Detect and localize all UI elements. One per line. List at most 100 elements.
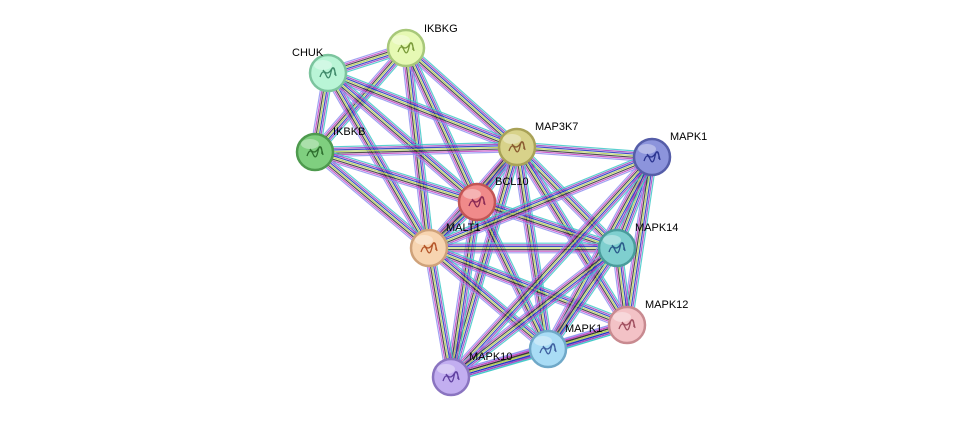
edge-strand <box>315 151 518 158</box>
edge-strand <box>429 247 454 377</box>
edge-strand <box>427 251 626 331</box>
edge-strand <box>451 157 654 379</box>
protein-structure-icon <box>508 141 526 153</box>
node-highlight <box>534 336 552 346</box>
node-highlight <box>463 189 481 199</box>
edge-strand <box>428 247 628 326</box>
edge-strand <box>327 72 478 203</box>
edge-strand <box>313 152 429 250</box>
node-highlight <box>301 139 319 149</box>
node-label: BCL10 <box>495 176 529 188</box>
edge-CHUK-MAP3K7 <box>326 67 519 153</box>
protein-structure-icon <box>306 146 324 158</box>
edge-strand <box>515 147 627 327</box>
protein-structure-icon <box>420 242 438 254</box>
edge-strand <box>427 248 548 351</box>
edge-strand <box>513 149 615 252</box>
edge-strand <box>318 50 411 156</box>
node-bcl10[interactable]: BCL10 <box>457 176 529 222</box>
edge-strand <box>518 144 620 247</box>
edge-strand <box>404 48 477 203</box>
edge-strand <box>330 71 433 247</box>
edge-strand <box>328 70 518 147</box>
protein-structure-icon <box>468 196 486 208</box>
edge-strand <box>324 74 427 250</box>
edge-strand <box>476 201 618 249</box>
edge-strand <box>326 73 429 250</box>
edge-strand <box>449 246 617 377</box>
edge-strand <box>314 152 477 205</box>
edge-strand <box>310 44 403 150</box>
edge-strand <box>631 157 658 326</box>
edge-strand <box>312 153 428 251</box>
edge-strand <box>516 149 652 161</box>
edge-strand <box>314 143 517 150</box>
edge-strand <box>402 49 475 204</box>
edge-strand <box>326 76 516 153</box>
edge-IKBKG-MAP3K7 <box>402 43 521 152</box>
edge-strand <box>315 48 408 154</box>
edge-strand <box>544 155 650 348</box>
node-malt1[interactable]: MALT1 <box>409 222 481 268</box>
node-mapk1b[interactable]: MAPK1 <box>528 323 602 369</box>
edge-strand <box>426 152 651 245</box>
edge-strand <box>404 48 517 149</box>
edge-strand <box>328 71 431 248</box>
edge-strand <box>312 45 405 151</box>
edge-strand <box>624 156 652 325</box>
node-map3k7[interactable]: MAP3K7 <box>497 121 578 167</box>
edge-strand <box>431 247 455 377</box>
edge-strand <box>550 249 621 352</box>
edge-strand <box>428 247 549 350</box>
edge-MALT1-MAPK1b <box>425 243 552 354</box>
node-mapk10[interactable]: MAPK10 <box>431 351 512 397</box>
edge-strand <box>426 249 547 352</box>
edge-strand <box>453 251 621 382</box>
edge-strand <box>629 157 656 326</box>
node-mapk14[interactable]: MAPK14 <box>597 222 678 268</box>
edge-strand <box>326 75 517 151</box>
edge-strand <box>429 157 653 251</box>
node-highlight <box>314 60 332 70</box>
edge-strand <box>476 202 617 251</box>
protein-structure-icon <box>397 42 415 54</box>
node-label: MAP3K7 <box>535 121 578 133</box>
edge-IKBKB-BCL10 <box>313 146 479 208</box>
node-highlight <box>613 312 631 322</box>
edge-CHUK-BCL10 <box>324 68 481 207</box>
edge-strand <box>330 68 481 199</box>
node-label: CHUK <box>292 47 324 59</box>
node-label: MAPK12 <box>645 299 688 311</box>
node-ikbkb[interactable]: IKBKB <box>295 126 365 172</box>
node-label: IKBKB <box>333 126 365 138</box>
node-mapk1[interactable]: MAPK1 <box>632 131 707 177</box>
edge-strand <box>313 46 406 152</box>
edge-strand <box>447 153 649 375</box>
edge-strand <box>314 151 430 249</box>
protein-structure-icon <box>319 67 337 79</box>
node-mapk12[interactable]: MAPK12 <box>607 299 688 345</box>
edge-strand <box>406 47 479 202</box>
edge-strand <box>402 51 515 152</box>
edge-strand <box>331 70 434 246</box>
edge-strand <box>477 198 619 246</box>
node-chuk[interactable]: CHUK <box>292 47 348 93</box>
node-ikbkg[interactable]: IKBKG <box>386 23 458 68</box>
edge-strand <box>425 248 449 378</box>
edge-strand <box>516 151 652 163</box>
protein-structure-icon <box>442 371 460 383</box>
node-highlight <box>415 235 433 245</box>
node-highlight <box>503 134 521 144</box>
edge-MAPK1-MAPK12 <box>621 156 658 326</box>
edge-strand <box>403 49 516 150</box>
edge-strand <box>325 74 476 205</box>
edge-strand <box>430 245 551 348</box>
edge-strand <box>316 149 432 247</box>
edge-strand <box>423 248 447 378</box>
edge-strand <box>453 202 481 378</box>
node-highlight <box>603 235 621 245</box>
edge-strand <box>315 149 478 202</box>
edge-strand <box>324 76 475 207</box>
